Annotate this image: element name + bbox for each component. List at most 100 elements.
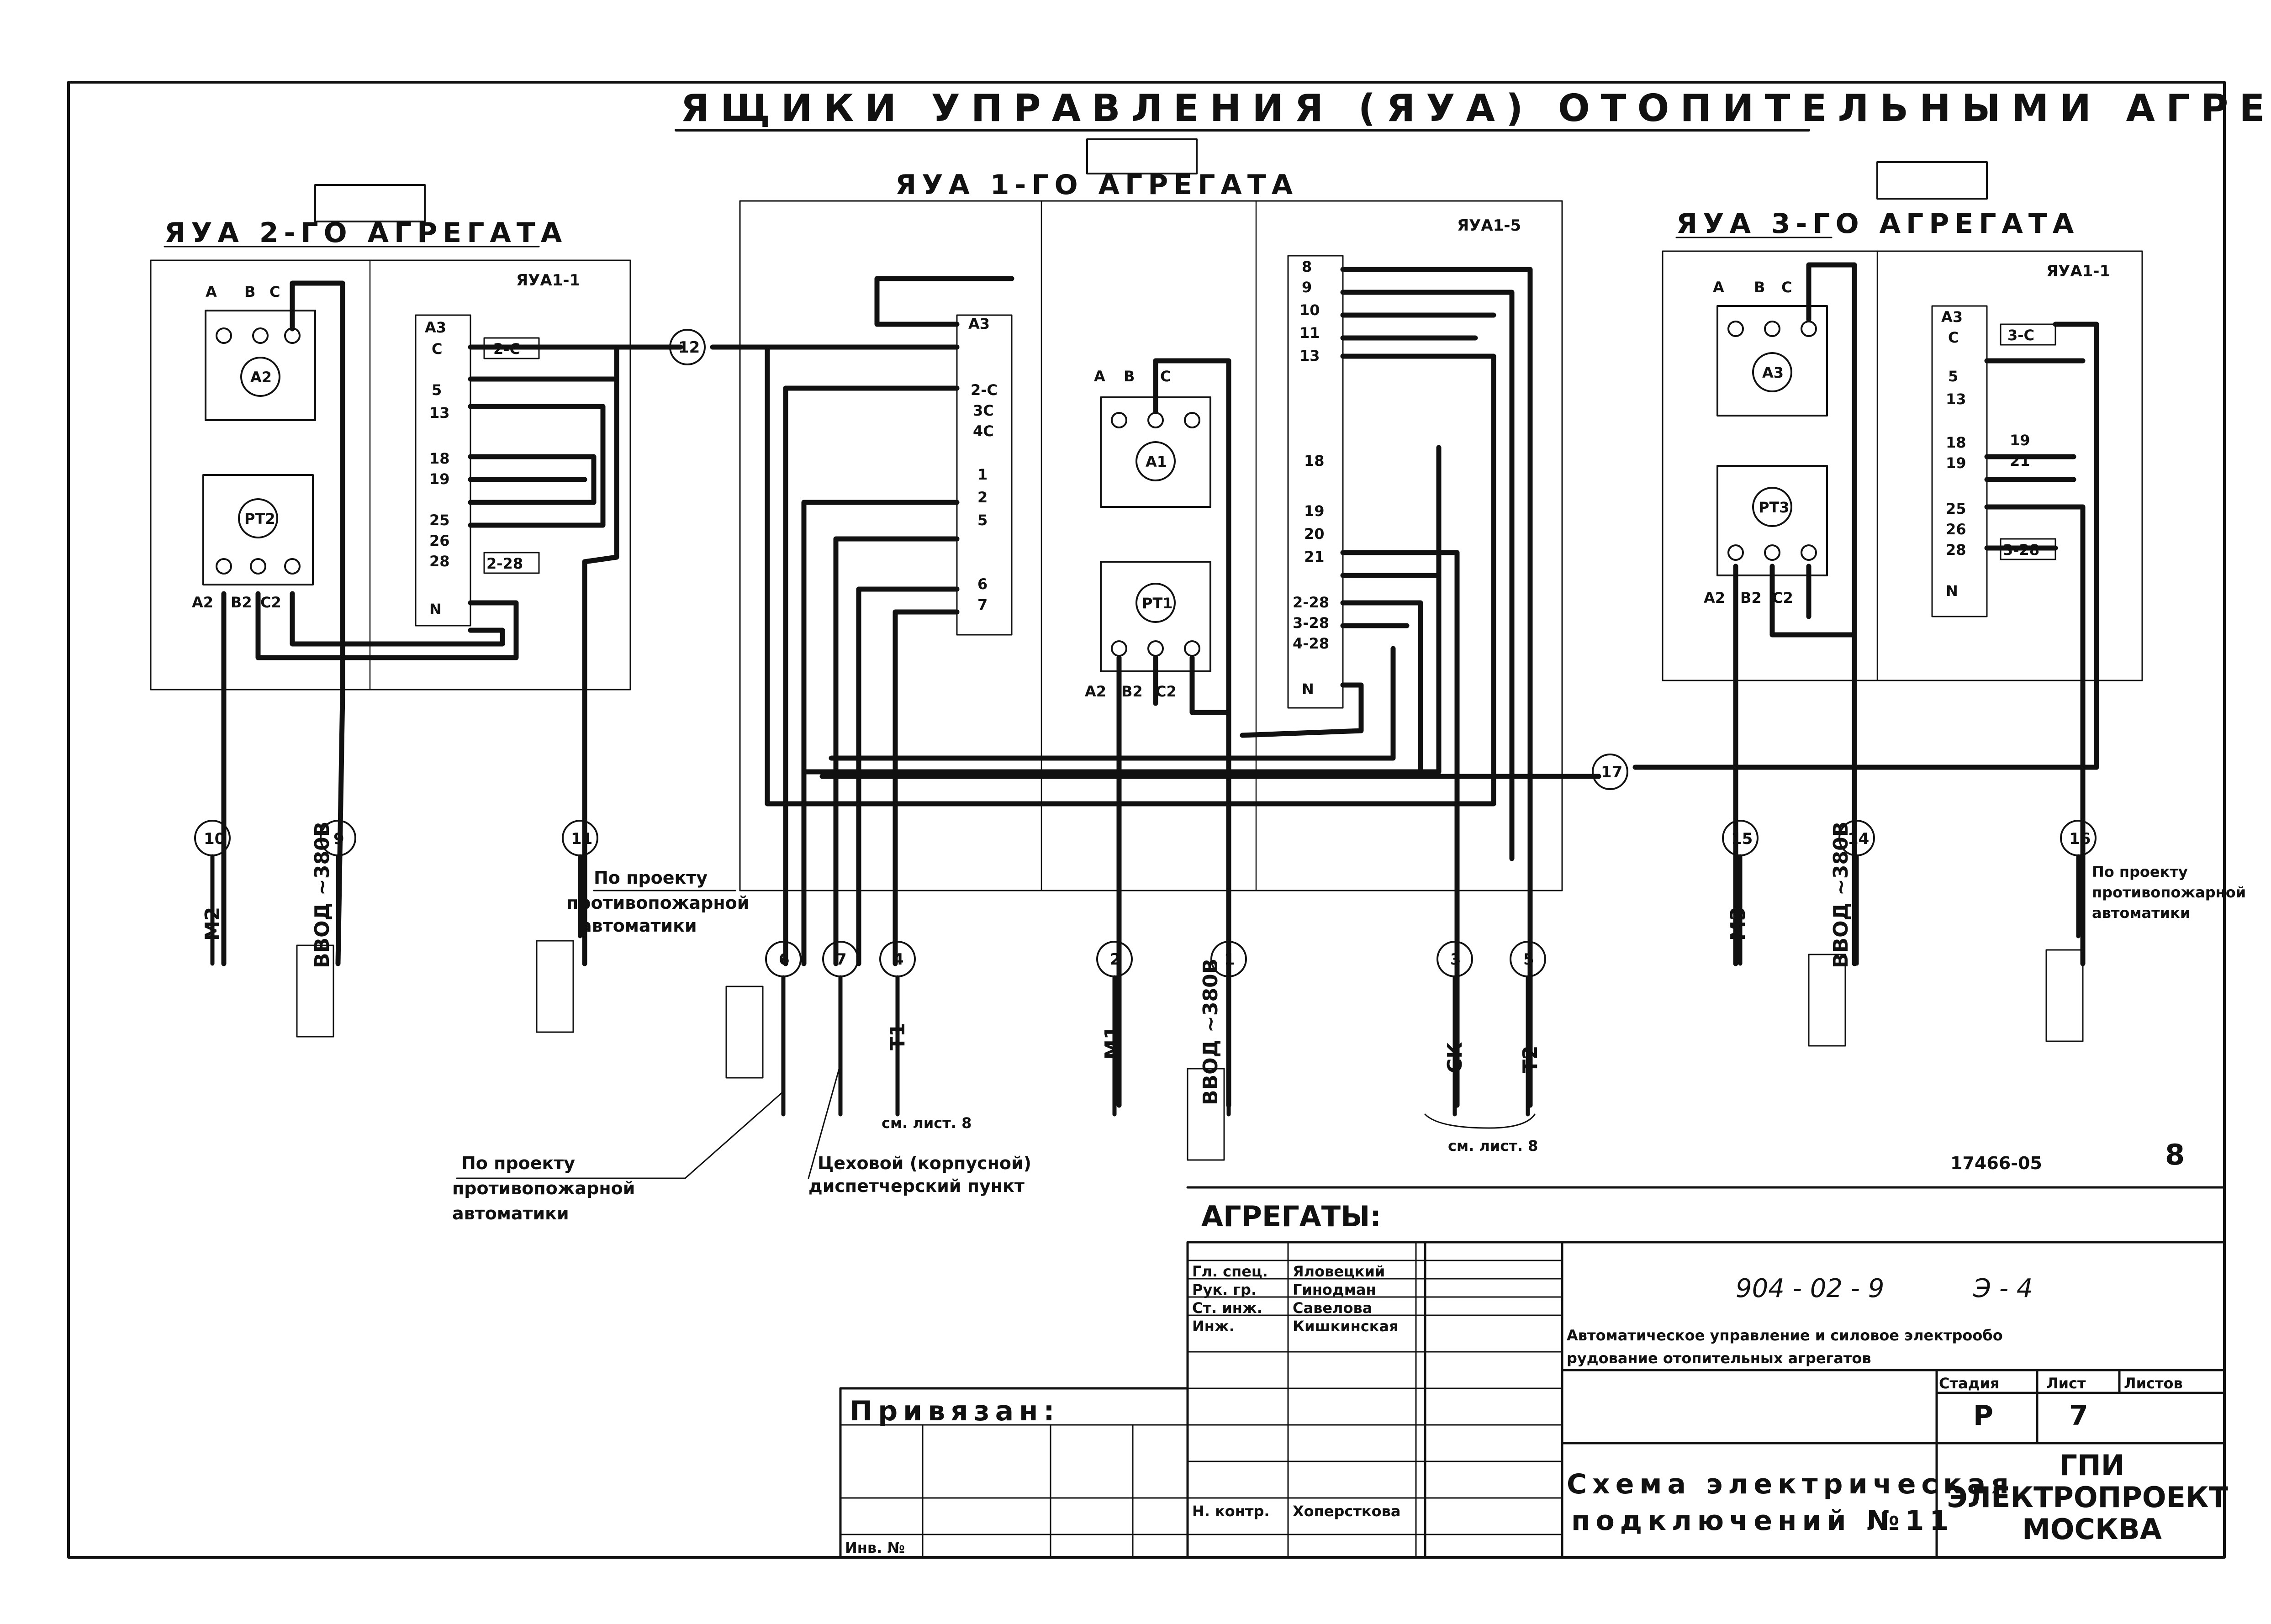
terminal-label: 11 bbox=[1299, 324, 1320, 342]
cable-label: М1 bbox=[1101, 1026, 1124, 1060]
jumper-label: 3-28 bbox=[2003, 541, 2039, 559]
sheet-header: Лист bbox=[2046, 1375, 2086, 1392]
phase-label: С bbox=[1160, 368, 1171, 385]
wiring bbox=[221, 262, 2099, 1108]
relay-terminal-label: А2 bbox=[1704, 589, 1725, 606]
note-fire-project: противопожарной bbox=[452, 1178, 635, 1198]
cable-number: 5 bbox=[1523, 950, 1534, 969]
role-name: Яловецкий bbox=[1293, 1263, 1385, 1280]
terminal-label: С bbox=[432, 340, 442, 358]
cable-label: ВВОД ~380В bbox=[311, 822, 334, 968]
cable-label: М2 bbox=[201, 907, 224, 941]
contactor-label-a3: А3 bbox=[1762, 364, 1784, 381]
note-fire-project-11: автоматики bbox=[580, 916, 697, 936]
jumper-label: 2-С bbox=[493, 340, 520, 358]
cable-number: 3 bbox=[1450, 950, 1461, 969]
relay-terminal-label: С2 bbox=[1772, 589, 1793, 606]
role: Гл. спец. bbox=[1192, 1263, 1268, 1280]
project-title: рудование отопительных агрегатов bbox=[1567, 1350, 1871, 1367]
role-name: Савелова bbox=[1293, 1299, 1372, 1317]
phase-label: В bbox=[1754, 279, 1765, 296]
terminal-label: N bbox=[1946, 582, 1958, 600]
box-title-yua2: ЯУА 2-ГО АГРЕГАТА bbox=[164, 217, 567, 249]
terminal-block-yua1-right bbox=[1287, 255, 1344, 709]
phase-label: А bbox=[1713, 279, 1724, 296]
panel-label-yua3: ЯУА1-1 bbox=[2046, 262, 2110, 280]
doc-sheet-code: Э - 4 bbox=[1973, 1274, 2033, 1303]
note-see-sheet: см. лист. 8 bbox=[882, 1114, 972, 1132]
terminal-label: 2-28 bbox=[1293, 594, 1329, 611]
label-plate bbox=[1876, 161, 1988, 200]
terminal-label: 21 bbox=[1304, 548, 1325, 565]
label-plate bbox=[314, 184, 426, 222]
relay-label-rt3: РТ3 bbox=[1759, 499, 1790, 516]
org-name: ЭЛЕКТРОПРОЕКТ bbox=[1947, 1481, 2228, 1514]
terminal-label: 2 bbox=[977, 489, 988, 506]
terminal-label: 10 bbox=[1299, 301, 1320, 319]
cable-number: 15 bbox=[1731, 830, 1753, 848]
terminal-label: N bbox=[429, 601, 442, 618]
cable-number: 16 bbox=[2069, 830, 2091, 848]
terminal-label: 7 bbox=[977, 596, 988, 613]
phase-label: В bbox=[244, 283, 255, 301]
box-title-yua1: ЯУА 1-ГО АГРЕГАТА bbox=[895, 169, 1298, 201]
terminal-label: 6 bbox=[977, 575, 988, 593]
box-title-yua3: ЯУА 3-ГО АГРЕГАТА bbox=[1676, 208, 2079, 240]
terminal-label: А3 bbox=[1941, 308, 1963, 326]
terminal-label: 28 bbox=[429, 553, 450, 570]
note-fire-project-16: противопожарной bbox=[2092, 884, 2246, 901]
leaders bbox=[456, 890, 1536, 1179]
cable-number: 11 bbox=[571, 830, 592, 848]
cable-label: Т2 bbox=[1519, 1045, 1542, 1073]
panel-label-yua2: ЯУА1-1 bbox=[516, 271, 580, 290]
cable-number: 1 bbox=[1224, 950, 1235, 969]
terminal-label: 25 bbox=[429, 511, 450, 529]
terminal-label: 19 bbox=[1304, 502, 1325, 520]
terminal-label: 26 bbox=[1946, 521, 1966, 538]
phase-label: В bbox=[1124, 368, 1135, 385]
terminal-label: 5 bbox=[977, 511, 988, 529]
title-block-grid bbox=[840, 1241, 1563, 1558]
cable-number: 14 bbox=[1848, 830, 1869, 848]
relay-terminal-label: А2 bbox=[1085, 683, 1106, 700]
org-name: МОСКВА bbox=[2022, 1513, 2162, 1546]
stage-header: Стадия bbox=[1939, 1375, 1999, 1392]
norm-control-name: Хоперсткова bbox=[1293, 1503, 1400, 1520]
cable-number: 6 bbox=[779, 950, 790, 969]
note-fire-project-11: противопожарной bbox=[566, 893, 749, 913]
terminal-label: 4-28 bbox=[1293, 635, 1329, 652]
terminal-label: А3 bbox=[425, 319, 446, 336]
phase-label: А bbox=[1094, 368, 1105, 385]
jumper-label: 3-С bbox=[2007, 327, 2034, 344]
sheets-header: Листов bbox=[2124, 1375, 2183, 1392]
terminal-label: 26 bbox=[429, 532, 450, 549]
terminal-label: 5 bbox=[1948, 368, 1958, 385]
box-yua3 bbox=[1662, 237, 2143, 681]
terminal-label: 18 bbox=[429, 450, 450, 467]
terminal-label: 19 bbox=[1946, 454, 1966, 472]
cable-plates bbox=[296, 940, 2084, 1161]
cable-label: Т1 bbox=[886, 1023, 909, 1050]
terminal-block-yua1-left bbox=[956, 314, 1013, 636]
relay-label-rt2: РТ2 bbox=[244, 510, 275, 527]
contactor-a2 bbox=[205, 310, 316, 421]
terminal-label: 13 bbox=[1299, 347, 1320, 364]
cable-circles bbox=[194, 329, 2097, 977]
binding-label: Привязан: bbox=[850, 1395, 1060, 1427]
terminal-label: 18 bbox=[1946, 434, 1966, 451]
sheet-reference-num: 8 bbox=[2165, 1138, 2185, 1171]
jumper-label: 19 bbox=[2010, 432, 2030, 449]
note-fire-project: По проекту bbox=[461, 1153, 575, 1173]
sheet-value: 7 bbox=[2069, 1400, 2094, 1432]
terminal-block-yua3 bbox=[1931, 305, 1988, 617]
phase-label: А bbox=[206, 283, 217, 301]
note-shop-dispatch: Цеховой (корпусной) bbox=[818, 1153, 1031, 1173]
drawing-title: подключений №11 bbox=[1571, 1505, 1954, 1537]
terminal-label: 3-28 bbox=[1293, 614, 1329, 632]
terminal-label: А3 bbox=[968, 315, 990, 332]
phase-label: С bbox=[1781, 279, 1792, 296]
label-plate bbox=[1086, 138, 1198, 174]
cable-number: 4 bbox=[893, 950, 904, 969]
terminal-label: 18 bbox=[1304, 452, 1325, 469]
